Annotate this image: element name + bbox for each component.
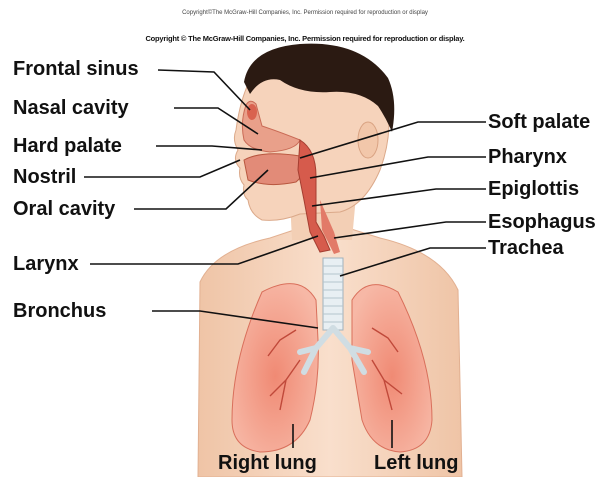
label-bronchus: Bronchus [13,300,106,322]
label-oral-cavity: Oral cavity [13,198,115,220]
leader-nostril [84,160,240,177]
label-esophagus: Esophagus [488,211,596,233]
trachea-shape [323,258,343,330]
label-hard-palate: Hard palate [13,135,122,157]
label-right-lung: Right lung [218,452,317,474]
label-nasal-cavity: Nasal cavity [13,97,129,119]
label-left-lung: Left lung [374,452,458,474]
label-pharynx: Pharynx [488,146,567,168]
frontal-sinus-shape [247,104,257,120]
label-soft-palate: Soft palate [488,111,590,133]
label-epiglottis: Epiglottis [488,178,579,200]
leader-frontal-sinus [158,70,250,110]
label-nostril: Nostril [13,166,76,188]
label-trachea: Trachea [488,237,564,259]
label-larynx: Larynx [13,253,79,275]
label-frontal-sinus: Frontal sinus [13,58,139,80]
oral-cavity-shape [244,154,304,185]
